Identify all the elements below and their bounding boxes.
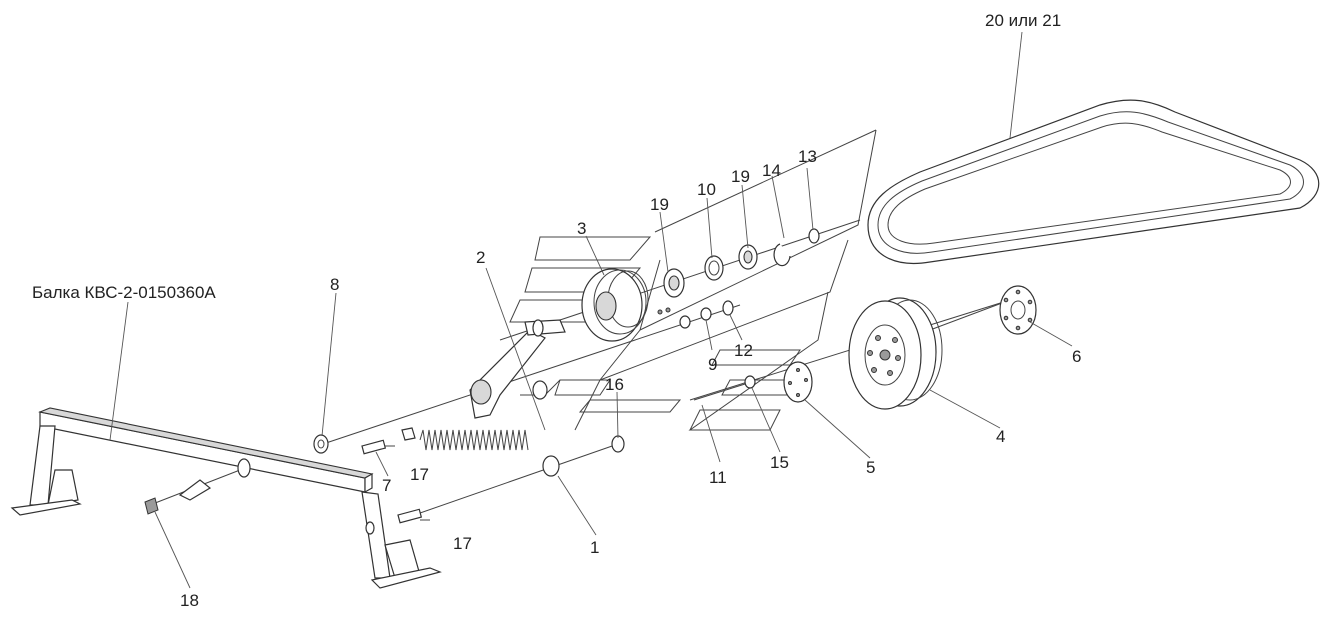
label-13: 13 [798, 147, 817, 166]
label-6: 6 [1072, 347, 1081, 366]
pin-17-upper [361, 439, 395, 455]
label-14: 14 [762, 161, 781, 180]
label-12: 12 [734, 341, 753, 360]
spacer-10 [704, 255, 724, 281]
label-beam: Балка КВС-2-0150360А [32, 283, 216, 302]
nut-9 [700, 307, 712, 321]
label-10: 10 [697, 180, 716, 199]
leader-lines [109, 31, 1073, 589]
label-17-upper: 17 [410, 465, 429, 484]
label-17-lower: 17 [453, 534, 472, 553]
label-5: 5 [866, 458, 875, 477]
label-8: 8 [330, 275, 339, 294]
washer-8 [313, 434, 329, 454]
assembly-guide-lines [509, 129, 877, 431]
label-4: 4 [996, 427, 1005, 446]
pulley-4 [848, 297, 943, 410]
label-18: 18 [180, 591, 199, 610]
bolt-18 [144, 497, 159, 515]
pulley-3 [581, 268, 649, 342]
label-belt-20-21: 20 или 21 [985, 11, 1061, 30]
v-belt [867, 99, 1320, 264]
label-7: 7 [382, 476, 391, 495]
washer-16 [611, 435, 625, 453]
bolt-11 [693, 383, 746, 401]
flange-6 [999, 285, 1037, 335]
bearing-19-a [663, 268, 685, 298]
small-washer [657, 307, 691, 329]
label-3: 3 [577, 219, 586, 238]
label-2: 2 [476, 248, 485, 267]
label-1: 1 [590, 538, 599, 557]
ring-13 [808, 228, 820, 244]
bearing-19-b [738, 244, 758, 270]
ring-14 [773, 243, 791, 267]
pin-17-lower [397, 508, 430, 524]
label-19-b: 19 [731, 167, 750, 186]
washer-12 [722, 300, 734, 316]
label-16: 16 [605, 375, 624, 394]
nut-15 [744, 375, 756, 389]
label-11: 11 [709, 468, 727, 487]
label-19-a: 19 [650, 195, 669, 214]
label-9: 9 [708, 355, 717, 374]
beam-frame [10, 407, 442, 589]
label-15: 15 [770, 453, 789, 472]
flange-5 [783, 361, 813, 403]
spring-7 [401, 427, 560, 477]
tensioner-arm-2 [469, 319, 566, 419]
